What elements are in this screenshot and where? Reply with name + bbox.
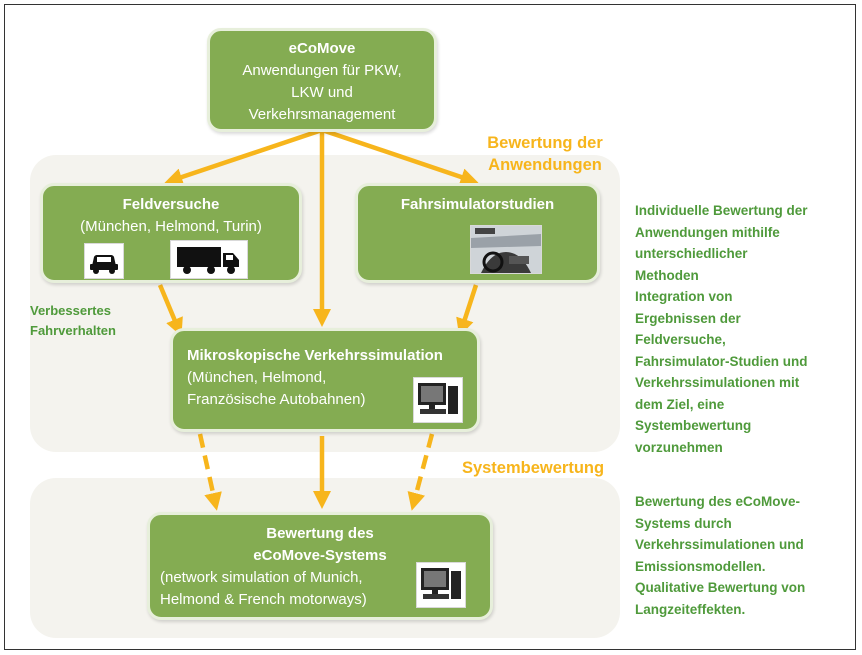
right1-line-7: Feldversuche, xyxy=(635,332,726,347)
car-icon xyxy=(84,243,124,279)
right2-line-1: Bewertung des eCoMove- xyxy=(635,494,801,509)
right1-line-5: Integration von xyxy=(635,289,733,304)
right2-line-4: Emissionsmodellen. xyxy=(635,558,766,574)
ecomove-line-1: Anwendungen für PKW, xyxy=(242,62,402,79)
truck-icon xyxy=(170,240,248,279)
verbessertes-line-1: Verbessertes xyxy=(30,303,111,318)
computer-icon-bewertung xyxy=(416,562,466,608)
right1-line-8: Fahrsimulator-Studien und xyxy=(635,353,808,369)
arrow-feldversuche-to-mikro xyxy=(157,284,183,337)
driving-simulator-icon xyxy=(470,225,542,274)
label-systembewertung: Systembewertung xyxy=(461,459,605,477)
label-bewertung-anwendungen: Bewertung der Anwendungen xyxy=(470,132,620,176)
right2-line-3: Verkehrssimulationen und xyxy=(635,537,804,552)
arrow-dashed-left-to-bewertung xyxy=(197,433,222,511)
right2-line-5: Qualitative Bewertung von xyxy=(635,580,806,595)
label-verbessertes-fahrverhalten: Verbessertes Fahrverhalten xyxy=(30,301,116,341)
label-bewertung-line-2: Anwendungen xyxy=(488,156,602,174)
feldversuche-subtitle: (München, Helmond, Turin) xyxy=(80,218,262,235)
right1-line-9: Verkehrssimulationen mit xyxy=(635,375,800,390)
right1-line-12: vorzunehmen xyxy=(635,439,723,455)
bewertung-line-2: Helmond & French motorways) xyxy=(160,591,367,608)
label-bewertung-line-1: Bewertung der xyxy=(487,134,603,152)
right-description-1: Individuelle Bewertung der Anwendungen m… xyxy=(635,200,855,458)
mikro-line-2: Französische Autobahnen) xyxy=(187,391,366,408)
bewertung-title-2: eCoMove-Systems xyxy=(253,547,387,564)
arrow-fahrsimulator-to-mikro xyxy=(456,284,479,337)
arrow-top-to-feldversuche xyxy=(164,127,323,186)
arrow-top-to-fahrsimulator xyxy=(321,127,479,186)
right1-line-3: unterschiedlicher xyxy=(635,246,748,261)
ecomove-line-3: Verkehrsmanagement xyxy=(248,106,396,123)
mikro-line-1: (München, Helmond, xyxy=(187,369,327,386)
ecomove-title: eCoMove xyxy=(288,40,356,57)
right2-line-6: Langzeiteffekten. xyxy=(635,601,746,617)
verbessertes-line-2: Fahrverhalten xyxy=(30,323,116,338)
ecomove-line-2: LKW und xyxy=(291,84,353,101)
right1-line-1: Individuelle Bewertung der xyxy=(635,203,808,218)
right1-line-4: Methoden xyxy=(635,267,699,283)
bewertung-line-1: (network simulation of Munich, xyxy=(160,569,363,586)
mikro-title: Mikroskopische Verkehrssimulation xyxy=(187,347,443,364)
bewertung-title-1: Bewertung des xyxy=(266,525,374,542)
arrow-dashed-right-to-bewertung xyxy=(407,433,435,511)
right1-line-2: Anwendungen mithilfe xyxy=(635,224,780,240)
right1-line-11: Systembewertung xyxy=(635,418,752,433)
right1-line-6: Ergebnissen der xyxy=(635,310,741,326)
right1-line-10: dem Ziel, eine xyxy=(635,396,725,412)
right-description-2: Bewertung des eCoMove- Systems durch Ver… xyxy=(635,491,855,620)
feldversuche-title: Feldversuche xyxy=(122,196,220,213)
computer-icon-mikro xyxy=(413,377,463,423)
ecomove-applications-box: eCoMove Anwendungen für PKW, LKW und Ver… xyxy=(207,28,437,132)
fahrsimulator-title: Fahrsimulatorstudien xyxy=(400,196,555,213)
right2-line-2: Systems durch xyxy=(635,515,732,531)
